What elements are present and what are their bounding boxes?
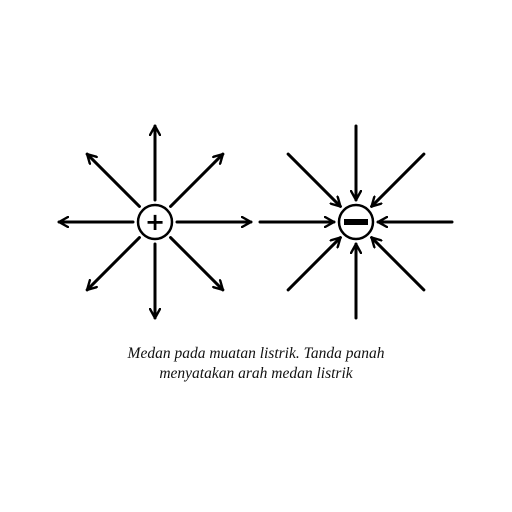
negative-field-lines [258, 124, 454, 320]
caption-line-2: menyatakan arah medan listrik [159, 365, 353, 382]
figure-caption: Medan pada muatan listrik. Tanda panah m… [0, 344, 512, 384]
positive-field-arrow-south-east [169, 236, 225, 292]
negative-field-arrow-south-west [286, 236, 342, 292]
negative-charge [337, 203, 375, 241]
positive-field-arrow-north-east [169, 152, 225, 208]
positive-charge-circle [136, 203, 174, 241]
positive-charge-symbol: + [145, 208, 165, 236]
caption-line-1: Medan pada muatan listrik. Tanda panah [127, 345, 385, 362]
negative-charge-symbol [344, 219, 368, 225]
positive-charge: + [136, 203, 174, 241]
positive-field-lines [57, 124, 253, 320]
positive-field-arrow-north-west [85, 152, 141, 208]
positive-field-arrow-south-west [85, 236, 141, 292]
positive-charge-group: + [57, 124, 253, 320]
negative-charge-group [258, 124, 454, 320]
negative-field-arrow-south-east [370, 236, 426, 292]
negative-field-arrow-north-east [370, 152, 426, 208]
negative-field-arrow-north-west [286, 152, 342, 208]
